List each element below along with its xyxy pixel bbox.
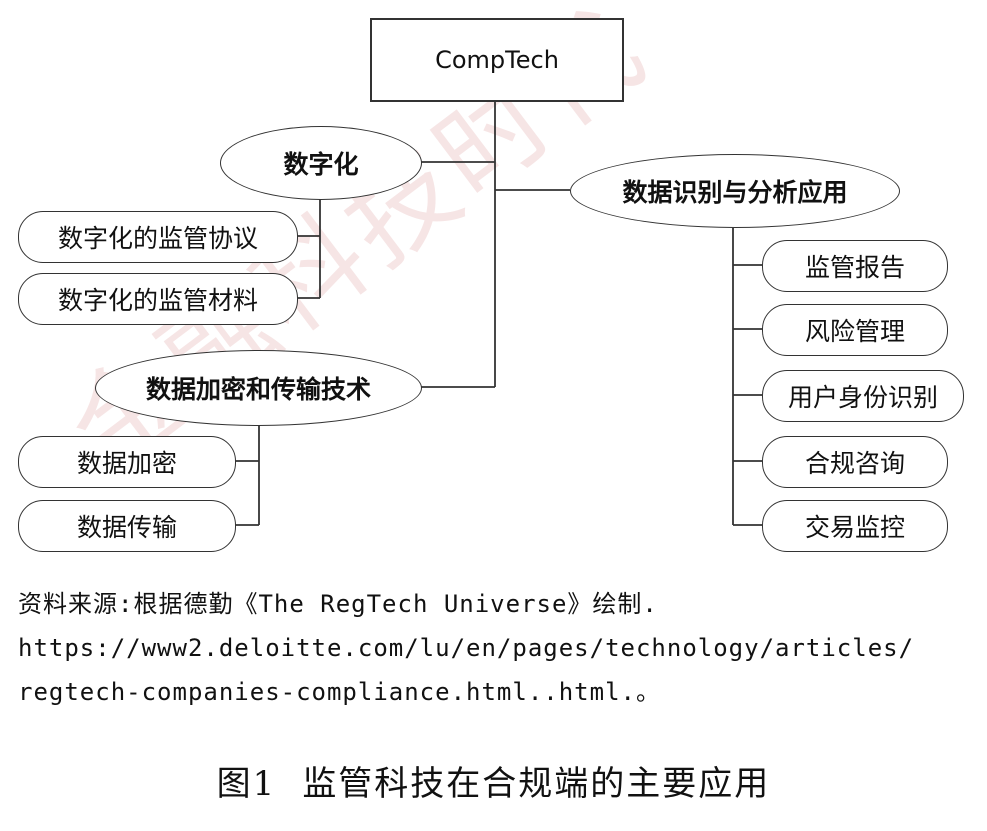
connector-lines bbox=[234, 99, 762, 526]
node-encryption-child-1: 数据加密 bbox=[18, 436, 236, 488]
figure-number: 图1 bbox=[216, 764, 277, 804]
node-identification-child-5: 交易监控 bbox=[762, 500, 948, 552]
node-digitization: 数字化 bbox=[220, 126, 422, 200]
node-identification: 数据识别与分析应用 bbox=[570, 154, 900, 228]
node-digitization-child-2: 数字化的监管材料 bbox=[18, 273, 298, 325]
node-identification-child-2: 风险管理 bbox=[762, 304, 948, 356]
node-identification-child-1: 监管报告 bbox=[762, 240, 948, 292]
node-encryption-child-2: 数据传输 bbox=[18, 500, 236, 552]
node-encryption: 数据加密和传输技术 bbox=[95, 350, 422, 426]
node-identification-child-4: 合规咨询 bbox=[762, 436, 948, 488]
node-digitization-child-1: 数字化的监管协议 bbox=[18, 211, 298, 263]
source-note: 资料来源:根据德勤《The RegTech Universe》绘制. https… bbox=[18, 590, 915, 706]
root-node: CompTech bbox=[370, 18, 624, 102]
figure-caption: 图1 监管科技在合规端的主要应用 bbox=[0, 756, 987, 805]
node-identification-child-3: 用户身份识别 bbox=[762, 370, 964, 422]
figure-title: 监管科技在合规端的主要应用 bbox=[302, 764, 771, 804]
